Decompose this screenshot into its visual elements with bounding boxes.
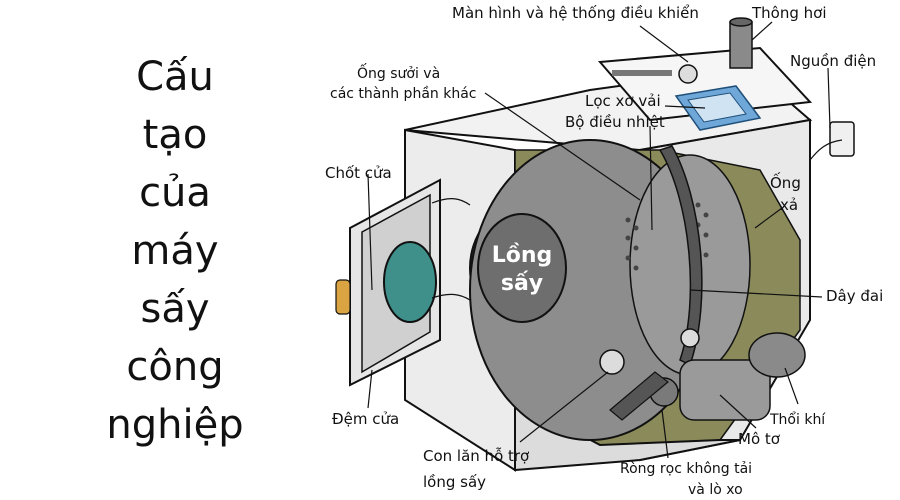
drum-label-line: sấy	[501, 271, 543, 296]
door	[335, 178, 471, 387]
label-control: Màn hình và hệ thống điều khiển	[452, 4, 699, 22]
control-knob	[678, 64, 698, 84]
label-heater: Ống sưởi và	[357, 63, 440, 82]
title-word: tạo	[143, 112, 208, 158]
label-blower: Thổi khí	[769, 411, 826, 428]
label-idler: và lò xo	[688, 482, 743, 498]
title-word: nghiệp	[106, 402, 243, 448]
diagram-title: Cấu tạo của máy sấy công nghiệp	[106, 54, 243, 448]
label-lint-filter: Lọc xơ vải	[585, 92, 661, 110]
drum-roller	[599, 349, 625, 375]
drum-label-line: Lồng	[492, 243, 553, 268]
title-word: của	[139, 170, 211, 216]
leader-lines	[367, 21, 831, 459]
label-heater: các thành phần khác	[330, 86, 476, 102]
title-word: công	[126, 344, 223, 390]
title-word: máy	[131, 228, 218, 274]
motor-body	[679, 359, 771, 421]
label-roller: lồng sấy	[423, 473, 486, 491]
idler-arm	[609, 371, 669, 421]
label-thermostat: Bộ điều nhiệt	[565, 113, 665, 131]
control-buttons	[612, 70, 672, 76]
door-hinge	[335, 279, 351, 315]
drum-front-ring	[477, 213, 567, 323]
blower-housing	[748, 332, 806, 378]
title-word: Cấu	[136, 54, 214, 100]
label-exhaust: xả	[780, 196, 798, 214]
motor-assembly	[599, 328, 806, 421]
label-exhaust: Ống	[770, 171, 801, 192]
part-labels: Màn hình và hệ thống điều khiển Thông hơ…	[325, 4, 883, 498]
power-outlet	[809, 121, 855, 161]
label-door-seal: Đệm cửa	[332, 410, 399, 428]
control-console	[597, 46, 813, 122]
title-word: sấy	[140, 286, 209, 332]
vent-pipe	[729, 21, 753, 69]
label-idler: Ròng rọc không tải	[620, 461, 752, 477]
label-motor: Mô tơ	[738, 430, 781, 448]
label-door-latch: Chốt cửa	[325, 164, 392, 182]
label-power: Nguồn điện	[790, 52, 876, 70]
label-roller: Con lăn hỗ trợ	[423, 447, 530, 465]
label-belt: Dây đai	[826, 287, 883, 305]
door-window	[383, 241, 437, 323]
label-vent: Thông hơi	[751, 4, 827, 22]
